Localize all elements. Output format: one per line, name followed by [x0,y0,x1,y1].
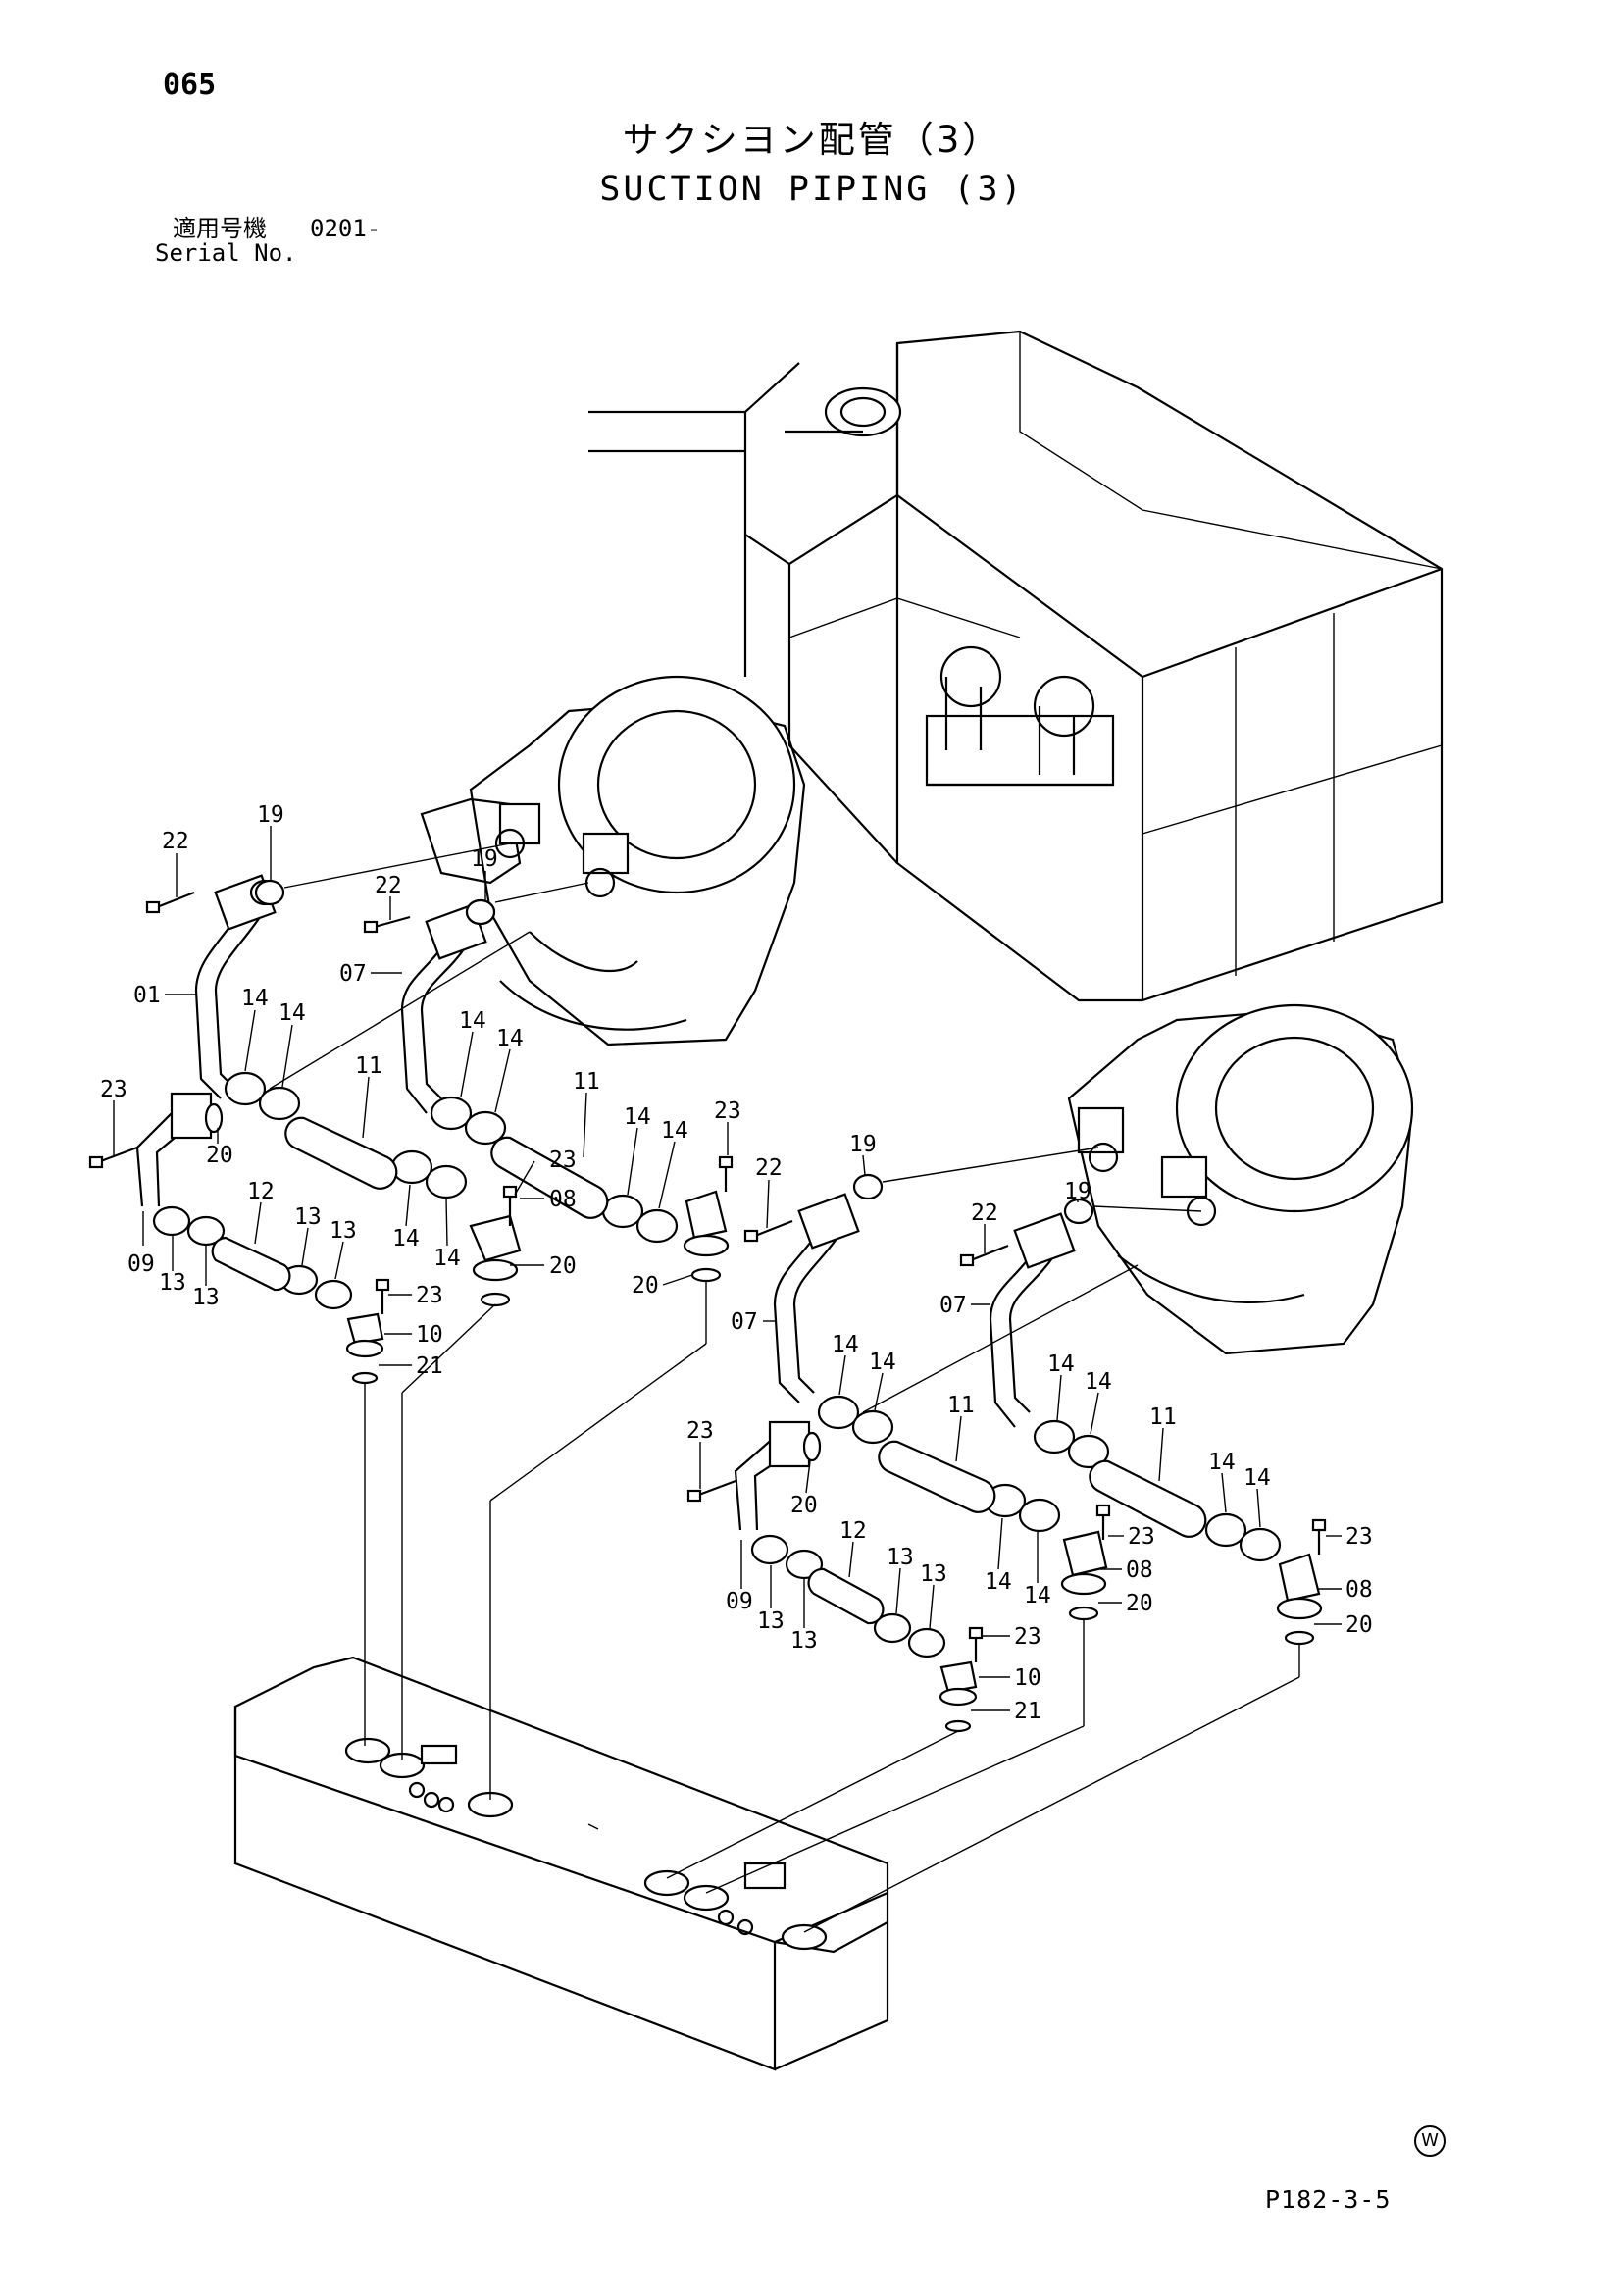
callout-11: 11 [573,1069,600,1095]
serial-number-value: 0201- [310,215,381,242]
callout-20: 20 [549,1253,577,1279]
callout-14: 14 [832,1332,859,1357]
hydraulic-pump-left [420,675,806,1046]
callout-08: 08 [1345,1577,1373,1603]
serial-label-japanese: 適用号機 [173,215,267,242]
callout-12: 12 [839,1518,867,1544]
callout-23: 23 [100,1077,127,1102]
callout-13: 13 [790,1628,818,1654]
callout-23: 23 [416,1283,443,1308]
callout-01: 01 [133,983,161,1008]
callout-14: 14 [624,1104,651,1130]
callout-20: 20 [1345,1612,1373,1638]
callout-23: 23 [686,1418,714,1444]
callout-20: 20 [790,1493,818,1518]
callout-23: 23 [714,1098,741,1124]
machine-body-outline [588,330,1444,1002]
callout-14: 14 [661,1118,688,1144]
callout-07: 07 [731,1309,758,1335]
callout-23: 23 [1014,1624,1041,1650]
callout-13: 13 [330,1218,357,1244]
callout-23: 23 [1345,1524,1373,1550]
callout-19: 19 [257,802,284,828]
callout-07: 07 [939,1293,967,1318]
callout-14: 14 [1047,1352,1075,1377]
callout-13: 13 [757,1608,785,1634]
callout-11: 11 [355,1053,382,1079]
hydraulic-pump-right [1067,1003,1414,1355]
callout-14: 14 [869,1350,896,1375]
callout-20: 20 [632,1273,659,1299]
page-title-english: SUCTION PIPING (3) [599,170,1025,209]
callout-13: 13 [920,1561,947,1587]
callout-09: 09 [127,1251,155,1277]
callout-14: 14 [1208,1450,1236,1475]
callout-labels: 19 22 19 22 01 07 14 14 11 14 14 11 23 [100,802,741,1379]
callout-07: 07 [339,961,367,987]
document-code: P182-3-5 [1265,2185,1392,2214]
callout-12: 12 [247,1179,275,1204]
callout-14: 14 [459,1008,486,1034]
callout-14: 14 [1024,1583,1051,1608]
callout-20: 20 [206,1143,233,1168]
callout-14: 14 [1243,1465,1271,1491]
callout-labels-lower: 19 22 19 22 07 07 14 14 11 14 14 11 23 [686,1132,1373,1724]
callout-21: 21 [1014,1699,1041,1724]
callout-20: 20 [1126,1591,1153,1616]
callout-23: 23 [549,1148,577,1173]
callout-14: 14 [392,1226,420,1251]
callout-14: 14 [985,1569,1012,1595]
piping-group-right [686,1147,1327,1733]
page-number: 065 [163,68,217,102]
callout-11: 11 [1149,1404,1177,1430]
leader-lines [364,1280,1300,1933]
callout-08: 08 [549,1187,577,1212]
callout-13: 13 [159,1270,186,1296]
serial-label-english: Serial No. [155,239,297,267]
callout-23: 23 [1128,1524,1155,1550]
callout-19: 19 [471,846,498,872]
callout-10: 10 [416,1322,443,1348]
callout-14: 14 [496,1026,524,1051]
piping-group-left [88,842,734,1385]
callout-11: 11 [947,1393,975,1418]
callout-19: 19 [849,1132,877,1157]
callout-13: 13 [192,1285,220,1310]
callout-10: 10 [1014,1665,1041,1691]
callout-13: 13 [294,1204,322,1230]
hydraulic-tank [233,1656,889,2071]
callout-22: 22 [755,1155,783,1181]
callout-22: 22 [162,829,189,854]
callout-14: 14 [433,1246,461,1271]
callout-08: 08 [1126,1557,1153,1583]
watermark-symbol: W [1414,2125,1446,2157]
callout-14: 14 [1085,1369,1112,1395]
callout-09: 09 [726,1589,753,1614]
callout-13: 13 [887,1545,914,1570]
callout-14: 14 [241,986,269,1011]
callout-14: 14 [279,1000,306,1026]
callout-22: 22 [971,1200,998,1226]
page-title-japanese: サクシヨン配管（3） [622,119,1002,161]
callout-22: 22 [375,873,402,898]
callout-21: 21 [416,1353,443,1379]
